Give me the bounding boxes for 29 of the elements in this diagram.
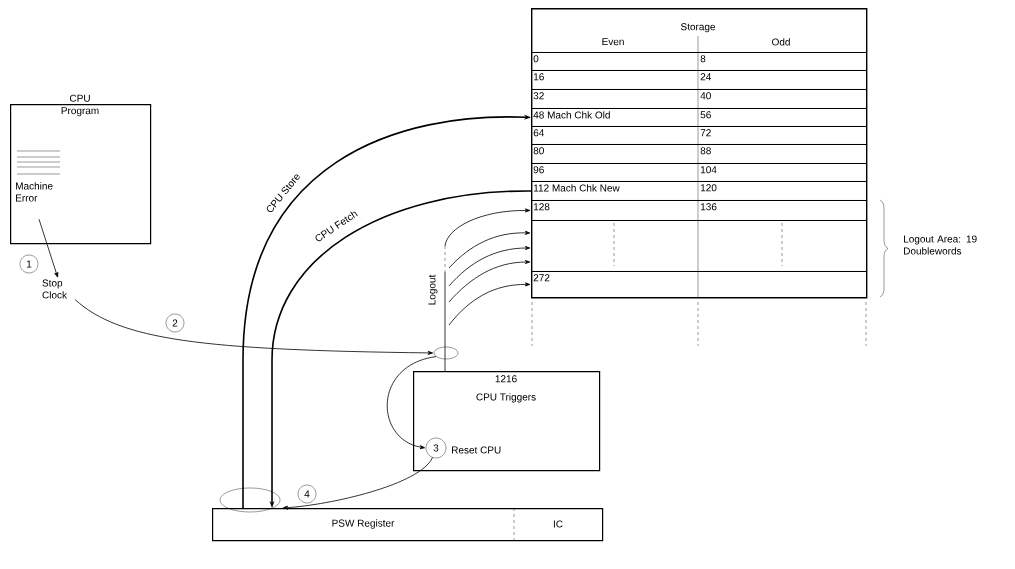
table-row: 112 Mach Chk New 120 xyxy=(531,180,867,201)
table-row: 80 88 xyxy=(531,143,867,164)
edge-label: Logout xyxy=(427,273,439,307)
arrow xyxy=(448,282,531,326)
arrow xyxy=(74,299,433,355)
line xyxy=(444,271,446,372)
table-row: 32 40 xyxy=(531,88,867,109)
table-row: 0 8 xyxy=(531,51,867,71)
table-row xyxy=(531,219,867,272)
arrow xyxy=(444,208,531,247)
arrow xyxy=(448,260,531,303)
step-label: Stop Clock xyxy=(42,279,68,299)
table-row: 96 104 xyxy=(531,162,867,182)
arrow xyxy=(38,218,59,278)
cpu-box: CPU Program Machine Error xyxy=(10,94,152,245)
arrow xyxy=(448,230,531,269)
table-row: 48 Mach Chk Old 56 xyxy=(531,107,867,127)
node-label: Reset CPU xyxy=(452,446,501,454)
table-row: 272 xyxy=(531,270,867,298)
node-label: CPU xyxy=(69,94,90,102)
register-box: PSW Register IC xyxy=(212,507,604,542)
table-row: 128 136 xyxy=(531,199,867,221)
table-row: 16 24 xyxy=(531,69,867,90)
brace-label: Logout Area: 19 Doublewords xyxy=(904,235,977,255)
arrow xyxy=(282,457,433,510)
table-row: 64 72 xyxy=(531,125,867,145)
ellipse xyxy=(433,346,459,360)
arrow xyxy=(448,246,531,287)
arrow xyxy=(386,356,437,450)
